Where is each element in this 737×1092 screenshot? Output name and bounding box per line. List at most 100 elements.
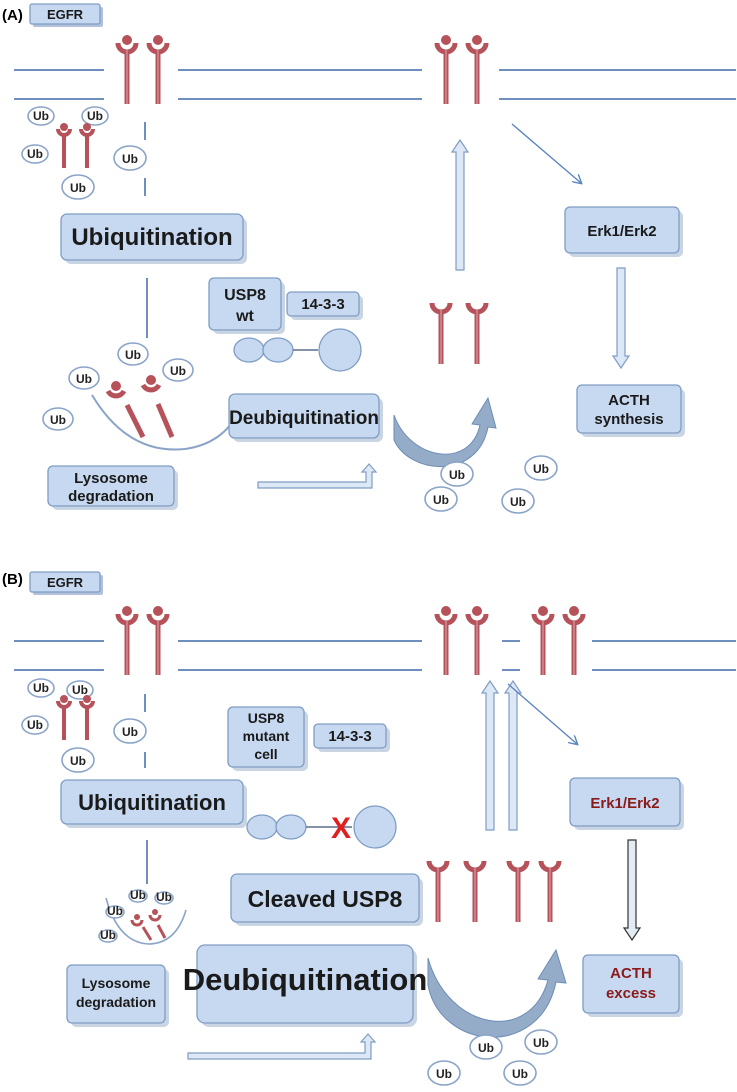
recycling-curved-arrow <box>393 396 497 468</box>
usp8-mutant-label: mutant <box>243 728 290 744</box>
ub-cluster: Ub Ub Ub Ub Ub <box>21 678 147 773</box>
usp8-wt-label: wt <box>235 308 254 325</box>
ub-cluster: Ub Ub Ub Ub Ub <box>21 106 147 200</box>
lysosome-label: Lysosome <box>82 975 151 991</box>
cleavage-x-mark: X <box>331 812 351 845</box>
egfr-receptor-icon <box>468 303 486 364</box>
ub-label: Ub <box>449 468 465 482</box>
recycling-curved-arrow <box>427 948 567 1038</box>
erk-box <box>569 777 681 827</box>
egfr-receptor-icon <box>118 35 136 104</box>
ub-label: Ub <box>533 1036 549 1050</box>
ub-label: Ub <box>50 413 66 427</box>
ub-label: Ub <box>33 681 49 695</box>
ub-label: Ub <box>130 888 146 902</box>
protein-14-3-3-label: 14-3-3 <box>328 728 371 745</box>
ub-label: Ub <box>510 495 526 509</box>
lysosome-degradation-box <box>47 465 175 507</box>
panel-b: (B) EGFR Ub Ub Ub Ub Ub <box>2 571 736 1086</box>
recycling-up-arrow <box>480 679 500 831</box>
acth-label: ACTH <box>608 392 650 409</box>
protein-14-3-3-label: 14-3-3 <box>301 296 344 313</box>
panel-a: (A) EGFR Ub Ub Ub Ub Ub Ubi <box>2 3 736 514</box>
ub-label: Ub <box>170 364 186 378</box>
deubiquitination-label: Deubiquitination <box>229 408 379 429</box>
egfr-receptor-icon <box>149 606 167 675</box>
ub-label: Ub <box>107 904 123 918</box>
ub-label: Ub <box>87 109 103 123</box>
erk-label: Erk1/Erk2 <box>590 795 659 812</box>
lysosome-label: Lysosome <box>74 470 148 487</box>
egfr-receptor-icon <box>429 861 447 922</box>
egfr-receptor-icon <box>432 303 450 364</box>
ub-label: Ub <box>436 1067 452 1081</box>
ub-label: Ub <box>72 683 88 697</box>
protein-14-3-3-box <box>286 291 360 317</box>
panel-b-label: (B) <box>2 571 23 588</box>
ub-label: Ub <box>478 1041 494 1055</box>
egfr-legend-box <box>29 571 101 593</box>
deubiquitination-box <box>228 393 380 439</box>
ub-label: Ub <box>122 152 138 166</box>
ub-label: Ub <box>122 725 138 739</box>
acth-box <box>576 384 682 434</box>
recycling-up-arrow <box>450 138 470 271</box>
signal-arrow <box>507 683 577 744</box>
degradation-label: degradation <box>76 994 156 1010</box>
ub-label: Ub <box>156 890 172 904</box>
ub-label: Ub <box>533 462 549 476</box>
flow-arrow <box>187 1033 377 1060</box>
usp8-cell-label: cell <box>254 746 277 762</box>
recycling-up-arrow <box>503 679 523 831</box>
egfr-legend-box <box>29 3 101 25</box>
egfr-receptor-icon <box>118 606 136 675</box>
ub-label: Ub <box>512 1067 528 1081</box>
egfr-legend-label: EGFR <box>47 575 84 590</box>
egfr-receptor-icon <box>468 35 486 104</box>
usp8-wt-box <box>208 277 282 331</box>
ub-label: Ub <box>125 348 141 362</box>
ub-label: Ub <box>433 493 449 507</box>
free-ub-group: Ub Ub Ub Ub <box>427 1029 558 1086</box>
usp8-mutant-box <box>227 706 305 768</box>
usp8-label: USP8 <box>224 287 266 304</box>
deubiquitination-label: Deubiquitination <box>183 962 428 997</box>
cleaved-usp8-box <box>230 873 420 923</box>
ubiquitination-label: Ubiquitination <box>71 224 232 251</box>
egfr-receptor-icon <box>541 861 559 922</box>
egfr-receptor-icon <box>509 861 527 922</box>
free-ub-group: Ub Ub Ub Ub <box>424 455 558 514</box>
cleaved-usp8-label: Cleaved USP8 <box>248 886 403 912</box>
ub-label: Ub <box>70 181 86 195</box>
panel-a-label: (A) <box>2 7 23 24</box>
egfr-legend-label: EGFR <box>47 7 84 22</box>
ubiquitination-label: Ubiquitination <box>78 790 226 815</box>
flow-arrow <box>257 463 378 489</box>
ub-label: Ub <box>76 372 92 386</box>
down-arrow <box>611 267 631 370</box>
egfr-receptor-icon <box>149 35 167 104</box>
ub-label: Ub <box>27 147 43 161</box>
usp8-domain-icon <box>233 328 362 372</box>
egfr-receptor-icon <box>565 606 583 675</box>
acth-excess-label: excess <box>606 985 656 1002</box>
lysosome-vesicle: Ub Ub Ub Ub <box>42 342 244 451</box>
protein-14-3-3-box <box>313 723 387 749</box>
deubiquitination-box <box>196 944 414 1024</box>
ubiquitination-box <box>60 779 244 825</box>
ub-label: Ub <box>100 928 116 942</box>
egfr-receptor-icon <box>466 861 484 922</box>
degradation-label: degradation <box>68 488 154 505</box>
lysosome-vesicle: Ub Ub Ub Ub <box>98 888 187 945</box>
egfr-receptor-icon <box>437 35 455 104</box>
lysosome-degradation-box <box>66 964 166 1024</box>
egfr-receptor-icon <box>437 606 455 675</box>
usp8-label: USP8 <box>248 710 285 726</box>
ub-label: Ub <box>33 109 49 123</box>
acth-box <box>582 954 680 1014</box>
down-arrow <box>622 839 642 942</box>
usp8-cleaved-domain-icon <box>246 805 397 849</box>
erk-box <box>564 206 680 254</box>
egfr-receptor-icon <box>468 606 486 675</box>
